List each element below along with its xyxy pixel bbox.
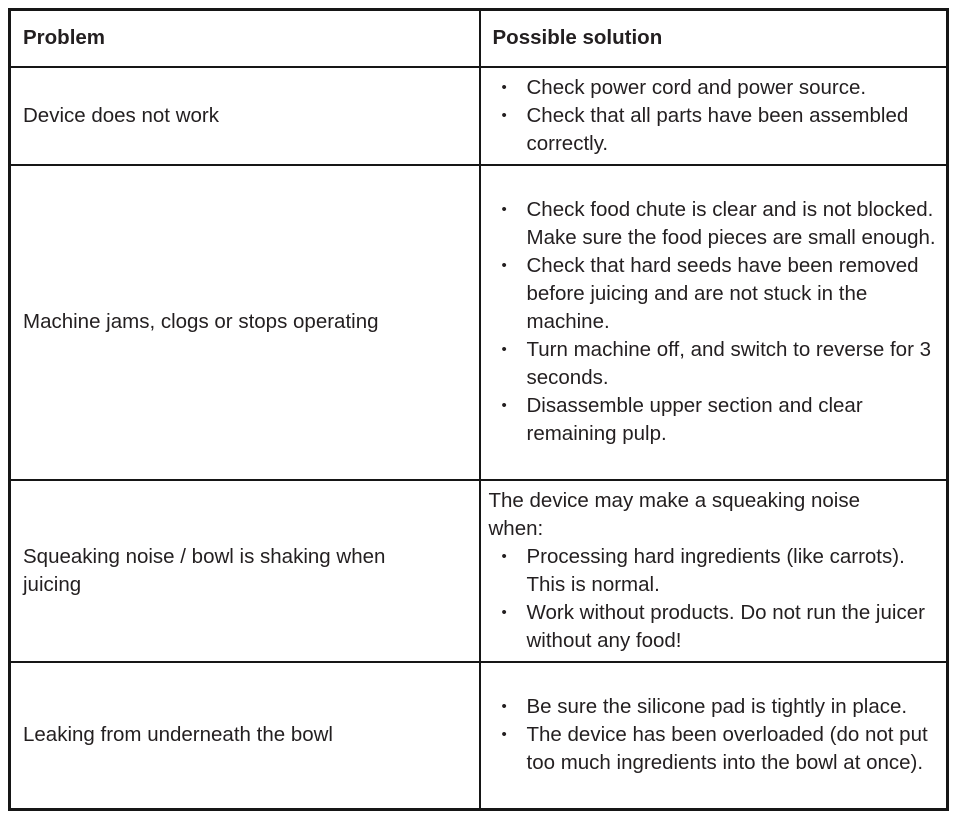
table-row: Squeaking noise / bowl is shaking when j… <box>8 478 949 663</box>
table-body: Device does not work • Check power cord a… <box>8 65 949 811</box>
solution-item-text: The device has been overloaded (do not p… <box>526 723 928 775</box>
bullet-icon: • <box>501 78 507 96</box>
bullet-icon: • <box>501 201 507 218</box>
problem-text: Device does not work <box>23 103 219 127</box>
table-row: Leaking from underneath the bowl • Be sur… <box>8 660 949 811</box>
solution-item-text: Work without products. Do not run the ju… <box>526 600 925 652</box>
solution-item: • Check power cord and power source. <box>489 74 941 102</box>
solution-list: • Processing hard ingredients (like carro… <box>489 543 941 655</box>
troubleshooting-table: Problem Possible solution Device does no… <box>8 8 949 811</box>
table-row: Device does not work • Check power cord a… <box>8 65 949 166</box>
solution-item-text: Disassemble upper section and clear rema… <box>526 394 863 445</box>
column-header-problem: Problem <box>8 8 481 68</box>
header-row: Problem Possible solution <box>8 8 949 68</box>
solution-intro-text: The device may make a squeaking noise wh… <box>488 488 860 540</box>
bullet-icon: • <box>501 547 507 565</box>
table-row: Machine jams, clogs or stops operating •… <box>8 163 949 481</box>
problem-text: Machine jams, clogs or stops operating <box>23 310 379 333</box>
solution-item: • The device has been overloaded (do not … <box>489 721 941 777</box>
solution-item-text: Check that all parts have been assembled… <box>526 103 909 155</box>
solution-cell: The device may make a squeaking noise wh… <box>478 478 949 663</box>
bullet-icon: • <box>501 397 507 414</box>
solution-item: • Check that all parts have been assemble… <box>489 102 941 158</box>
table-header: Problem Possible solution <box>8 8 949 68</box>
problem-text: Squeaking noise / bowl is shaking when j… <box>23 544 386 596</box>
solution-cell: • Check power cord and power source. • Chec… <box>478 65 949 166</box>
solution-item: • Be sure the silicone pad is tightly in … <box>489 693 941 721</box>
solution-item: • Disassemble upper section and clear rem… <box>489 392 941 448</box>
solution-cell: • Check food chute is clear and is not bl… <box>478 163 949 481</box>
solution-item: • Processing hard ingredients (like carro… <box>489 543 941 599</box>
bullet-icon: • <box>501 341 507 358</box>
bullet-icon: • <box>501 106 507 124</box>
bullet-icon: • <box>501 726 507 744</box>
bullet-icon: • <box>501 698 507 716</box>
solution-item-text: Processing hard ingredients (like carrot… <box>526 544 905 596</box>
solution-list: • Check power cord and power source. • Chec… <box>489 74 941 158</box>
solution-item-text: Turn machine off, and switch to reverse … <box>526 338 932 389</box>
solution-item-text: Check food chute is clear and is not blo… <box>526 198 936 249</box>
problem-cell: Machine jams, clogs or stops operating <box>8 163 481 481</box>
solution-item-text: Check that hard seeds have been removed … <box>526 254 919 333</box>
problem-cell: Leaking from underneath the bowl <box>8 660 481 811</box>
solution-item: • Turn machine off, and switch to reverse… <box>489 336 941 392</box>
problem-cell: Squeaking noise / bowl is shaking when j… <box>8 478 481 663</box>
column-header-possible-solution: Possible solution <box>478 8 949 68</box>
problem-text: Leaking from underneath the bowl <box>23 723 333 747</box>
bullet-icon: • <box>501 257 507 274</box>
solution-item-text: Check power cord and power source. <box>526 75 867 99</box>
solution-item: • Work without products. Do not run the j… <box>489 599 941 655</box>
solution-item-text: Be sure the silicone pad is tightly in p… <box>526 695 908 719</box>
bullet-icon: • <box>501 603 507 621</box>
solution-list: • Check food chute is clear and is not bl… <box>489 196 941 448</box>
solution-item: • Check that hard seeds have been removed… <box>489 252 941 336</box>
problem-cell: Device does not work <box>8 65 481 166</box>
solution-item: • Check food chute is clear and is not bl… <box>489 196 941 252</box>
solution-cell: • Be sure the silicone pad is tightly in … <box>478 660 949 811</box>
solution-list: • Be sure the silicone pad is tightly in … <box>489 693 941 777</box>
